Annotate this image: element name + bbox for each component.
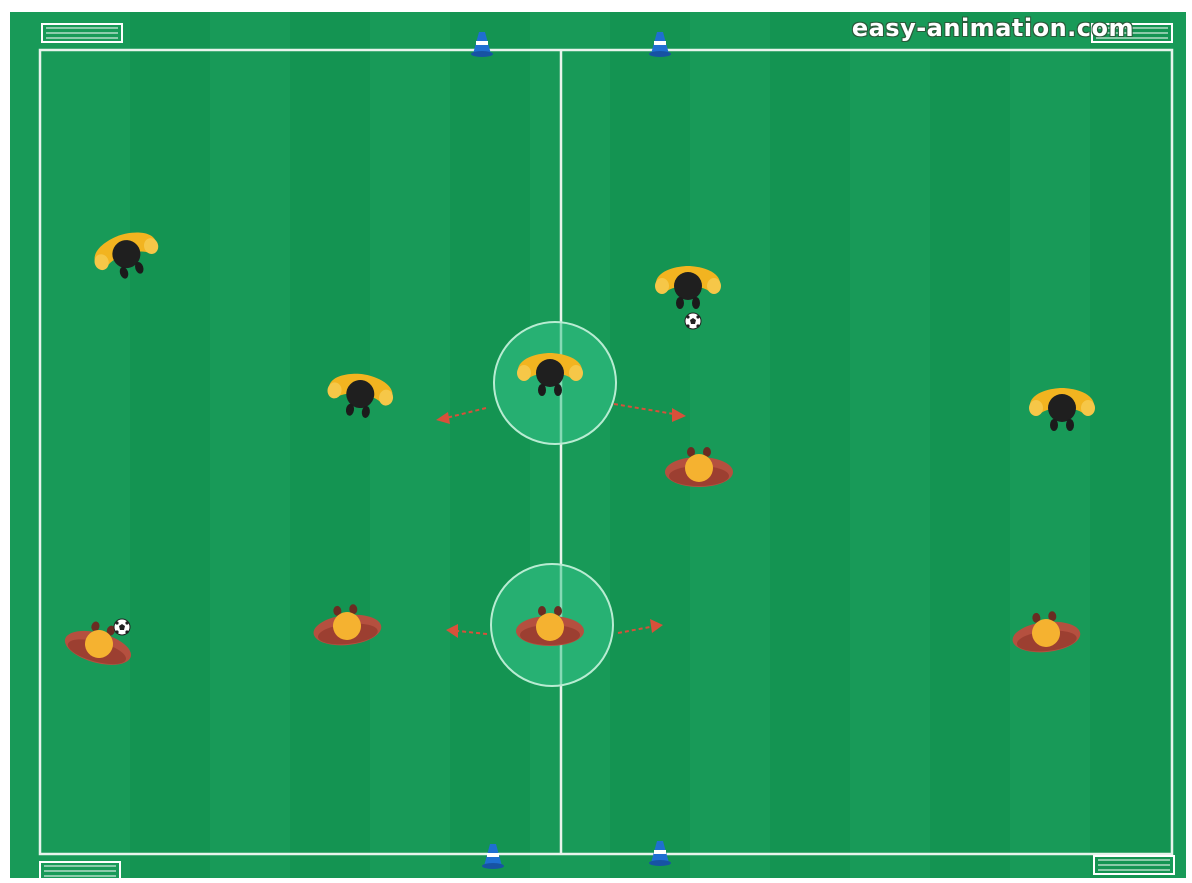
watermark-text: easy-animation.com — [852, 14, 1134, 42]
ball-icon — [114, 619, 130, 635]
ball-icon — [685, 313, 701, 329]
pitch-surface — [10, 12, 1186, 878]
